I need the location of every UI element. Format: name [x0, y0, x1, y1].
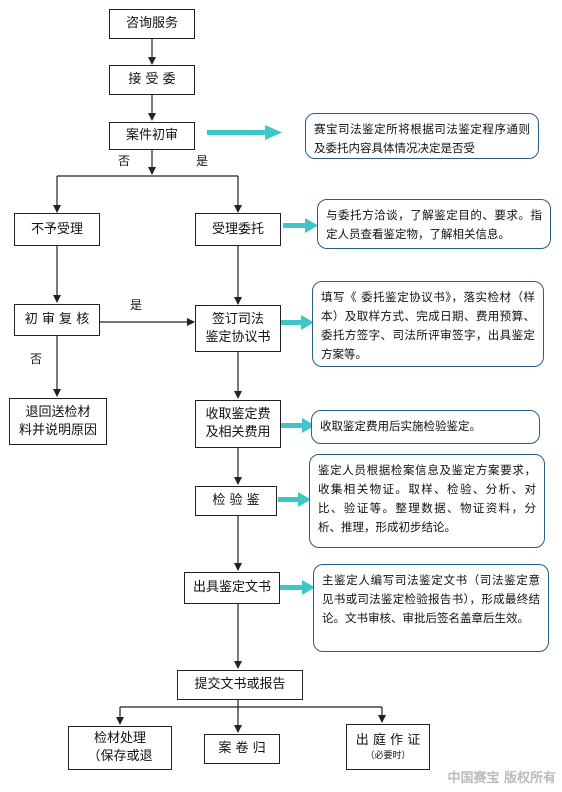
note-inspection: 鉴定人员根据检案信息及鉴定方案要求，收集相关物证。取样、检验、分析、对比、验证等… — [309, 454, 545, 548]
return-materials-box: 退回送检材 料并说明原因 — [9, 398, 107, 445]
collect-fee-line1: 收取鉴定费 — [205, 407, 271, 422]
initial-review-label: 案件初审 — [125, 128, 178, 143]
copyright-watermark: 中国赛宝 版权所有 — [447, 771, 556, 786]
submit-report-label: 提交文书或报告 — [194, 677, 286, 692]
consult-service-box: 咨询服务 — [109, 9, 195, 39]
note-initial-review: 赛宝司法鉴定所将根据司法鉴定程序通则及委托内容具体情况决定是否受 — [305, 113, 539, 159]
initial-review-box: 案件初审 — [109, 122, 195, 150]
issue-document-label: 出具鉴定文书 — [192, 580, 271, 595]
material-handling-line1: 检材处理 — [93, 731, 146, 746]
not-accept-label: 不予受理 — [30, 221, 83, 237]
return-materials-line2: 料并说明原因 — [18, 422, 97, 438]
note-sign-agreement: 填写《 委托鉴定协议书》，落实检材（样本）及取样方式、完成日期、费用预算、委托方… — [312, 281, 544, 367]
consult-service-label: 咨询服务 — [125, 16, 178, 31]
accept-commission-box: 受理委托 — [195, 213, 281, 246]
archive-label: 案 卷 归 — [218, 741, 266, 756]
accept-entry-label: 接 受 委 — [128, 72, 176, 87]
recheck-box: 初 审 复 核 — [14, 304, 100, 336]
sign-agreement-line1: 签订司法 — [211, 311, 264, 327]
inspection-label: 检 验 鉴 — [212, 493, 260, 508]
archive-box: 案 卷 归 — [204, 734, 280, 764]
submit-report-box: 提交文书或报告 — [177, 670, 303, 700]
note-collect-fee: 收取鉴定费用后实施检验鉴定。 — [311, 410, 540, 444]
inspection-box: 检 验 鉴 — [195, 486, 277, 516]
collect-fee-line2: 及相关费用 — [205, 425, 271, 440]
accept-commission-label: 受理委托 — [211, 221, 264, 237]
court-testimony-box: 出 庭 作 证 （必要时） — [346, 724, 430, 770]
note-accept-commission: 与委托方洽谈，了解鉴定目的、要求。指定人员查看鉴定物，了解相关信息。 — [317, 199, 551, 249]
no-label-initial: 否 — [118, 154, 131, 168]
issue-document-box: 出具鉴定文书 — [184, 572, 280, 604]
material-handling-box: 检材处理 （保存或退 — [68, 726, 172, 770]
court-testimony-sublabel: （必要时） — [365, 751, 411, 761]
court-testimony-label: 出 庭 作 证 — [355, 733, 421, 748]
return-materials-line1: 退回送检材 — [25, 404, 91, 420]
material-handling-line2: （保存或退 — [87, 749, 153, 764]
no-label-recheck: 否 — [30, 352, 43, 366]
accept-commission-entry-box: 接 受 委 — [109, 65, 195, 95]
sign-agreement-box: 签订司法 鉴定协议书 — [195, 305, 281, 352]
not-accept-box: 不予受理 — [14, 213, 100, 246]
yes-label-initial: 是 — [196, 154, 209, 168]
yes-label-recheck: 是 — [130, 298, 143, 312]
note-issue-document: 主鉴定人编写司法鉴定文书（司法鉴定意见书或司法鉴定检验报告书），形成最终结论。文… — [313, 564, 549, 652]
recheck-label: 初 审 复 核 — [24, 312, 90, 327]
sign-agreement-line2: 鉴定协议书 — [205, 329, 271, 345]
collect-fee-box: 收取鉴定费 及相关费用 — [195, 400, 281, 448]
